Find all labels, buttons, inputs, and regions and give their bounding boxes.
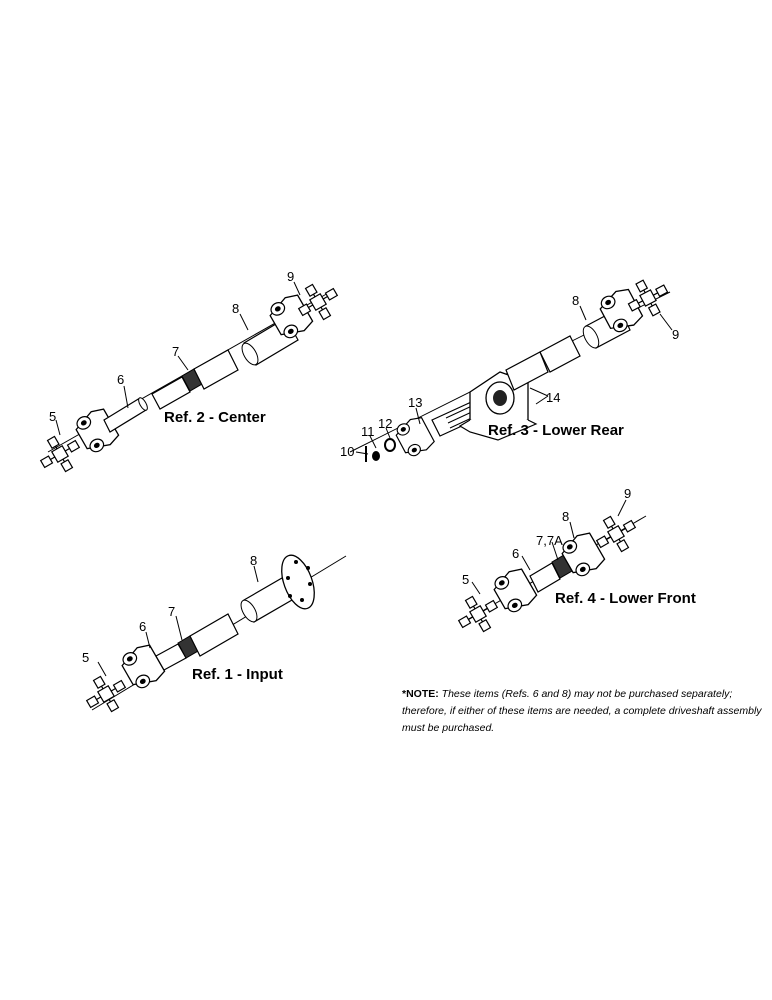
callout-label: 9 [287,269,294,284]
purchase-note: *NOTE: These items (Refs. 6 and 8) may n… [402,686,770,737]
callout-label: 5 [82,650,89,665]
callout-label: 9 [672,327,679,342]
callout-label: 8 [250,553,257,568]
callout-label: 7 [172,344,179,359]
ref-4-lower-front-assembly: 5 6 7,7A 8 9 Ref. 4 - Lower Front [451,486,696,641]
callout-label: 14 [546,390,560,405]
callout-label: 13 [408,395,422,410]
ref-title: Ref. 4 - Lower Front [555,590,696,607]
end-yoke-part [392,413,437,460]
callout-label: 8 [572,293,579,308]
washer-part [384,438,396,452]
callout-label: 5 [462,572,469,587]
callout-label: 7,7A [536,533,563,548]
note-text: These items (Refs. 6 and 8) may not be p… [402,688,762,734]
note-label: *NOTE: [402,688,439,700]
ref-title: Ref. 2 - Center [164,409,266,426]
universal-joint-part [451,587,505,641]
ref-2-center-assembly: 5 6 7 8 9 Ref. 2 - Center [33,269,345,481]
companion-flange-part [281,554,315,610]
callout-label: 8 [232,301,239,316]
ref-title: Ref. 3 - Lower Rear [488,422,624,439]
ref-title: Ref. 1 - Input [192,666,283,683]
callout-label: 6 [139,619,146,634]
ref-3-lower-rear-assembly: 10 11 12 13 14 8 9 Ref. 3 - Lower Rear [340,272,679,462]
tube-section-part [151,349,239,410]
callout-label: 5 [49,409,56,424]
universal-joint-part [33,427,87,481]
callout-label: 6 [512,546,519,561]
callout-label: 12 [378,416,392,431]
callout-label: 6 [117,372,124,387]
callout-label: 9 [624,486,631,501]
slip-yoke-part [117,641,168,693]
tube-section-part [155,613,239,671]
callout-label: 10 [340,444,354,459]
callout-label: 8 [562,509,569,524]
ref-1-input-assembly: 5 6 7 8 Ref. 1 - Input [79,553,347,721]
lock-washer-part [372,451,380,461]
universal-joint-part [79,667,133,721]
callout-label: 11 [361,424,375,439]
callout-label: 7 [168,604,175,619]
